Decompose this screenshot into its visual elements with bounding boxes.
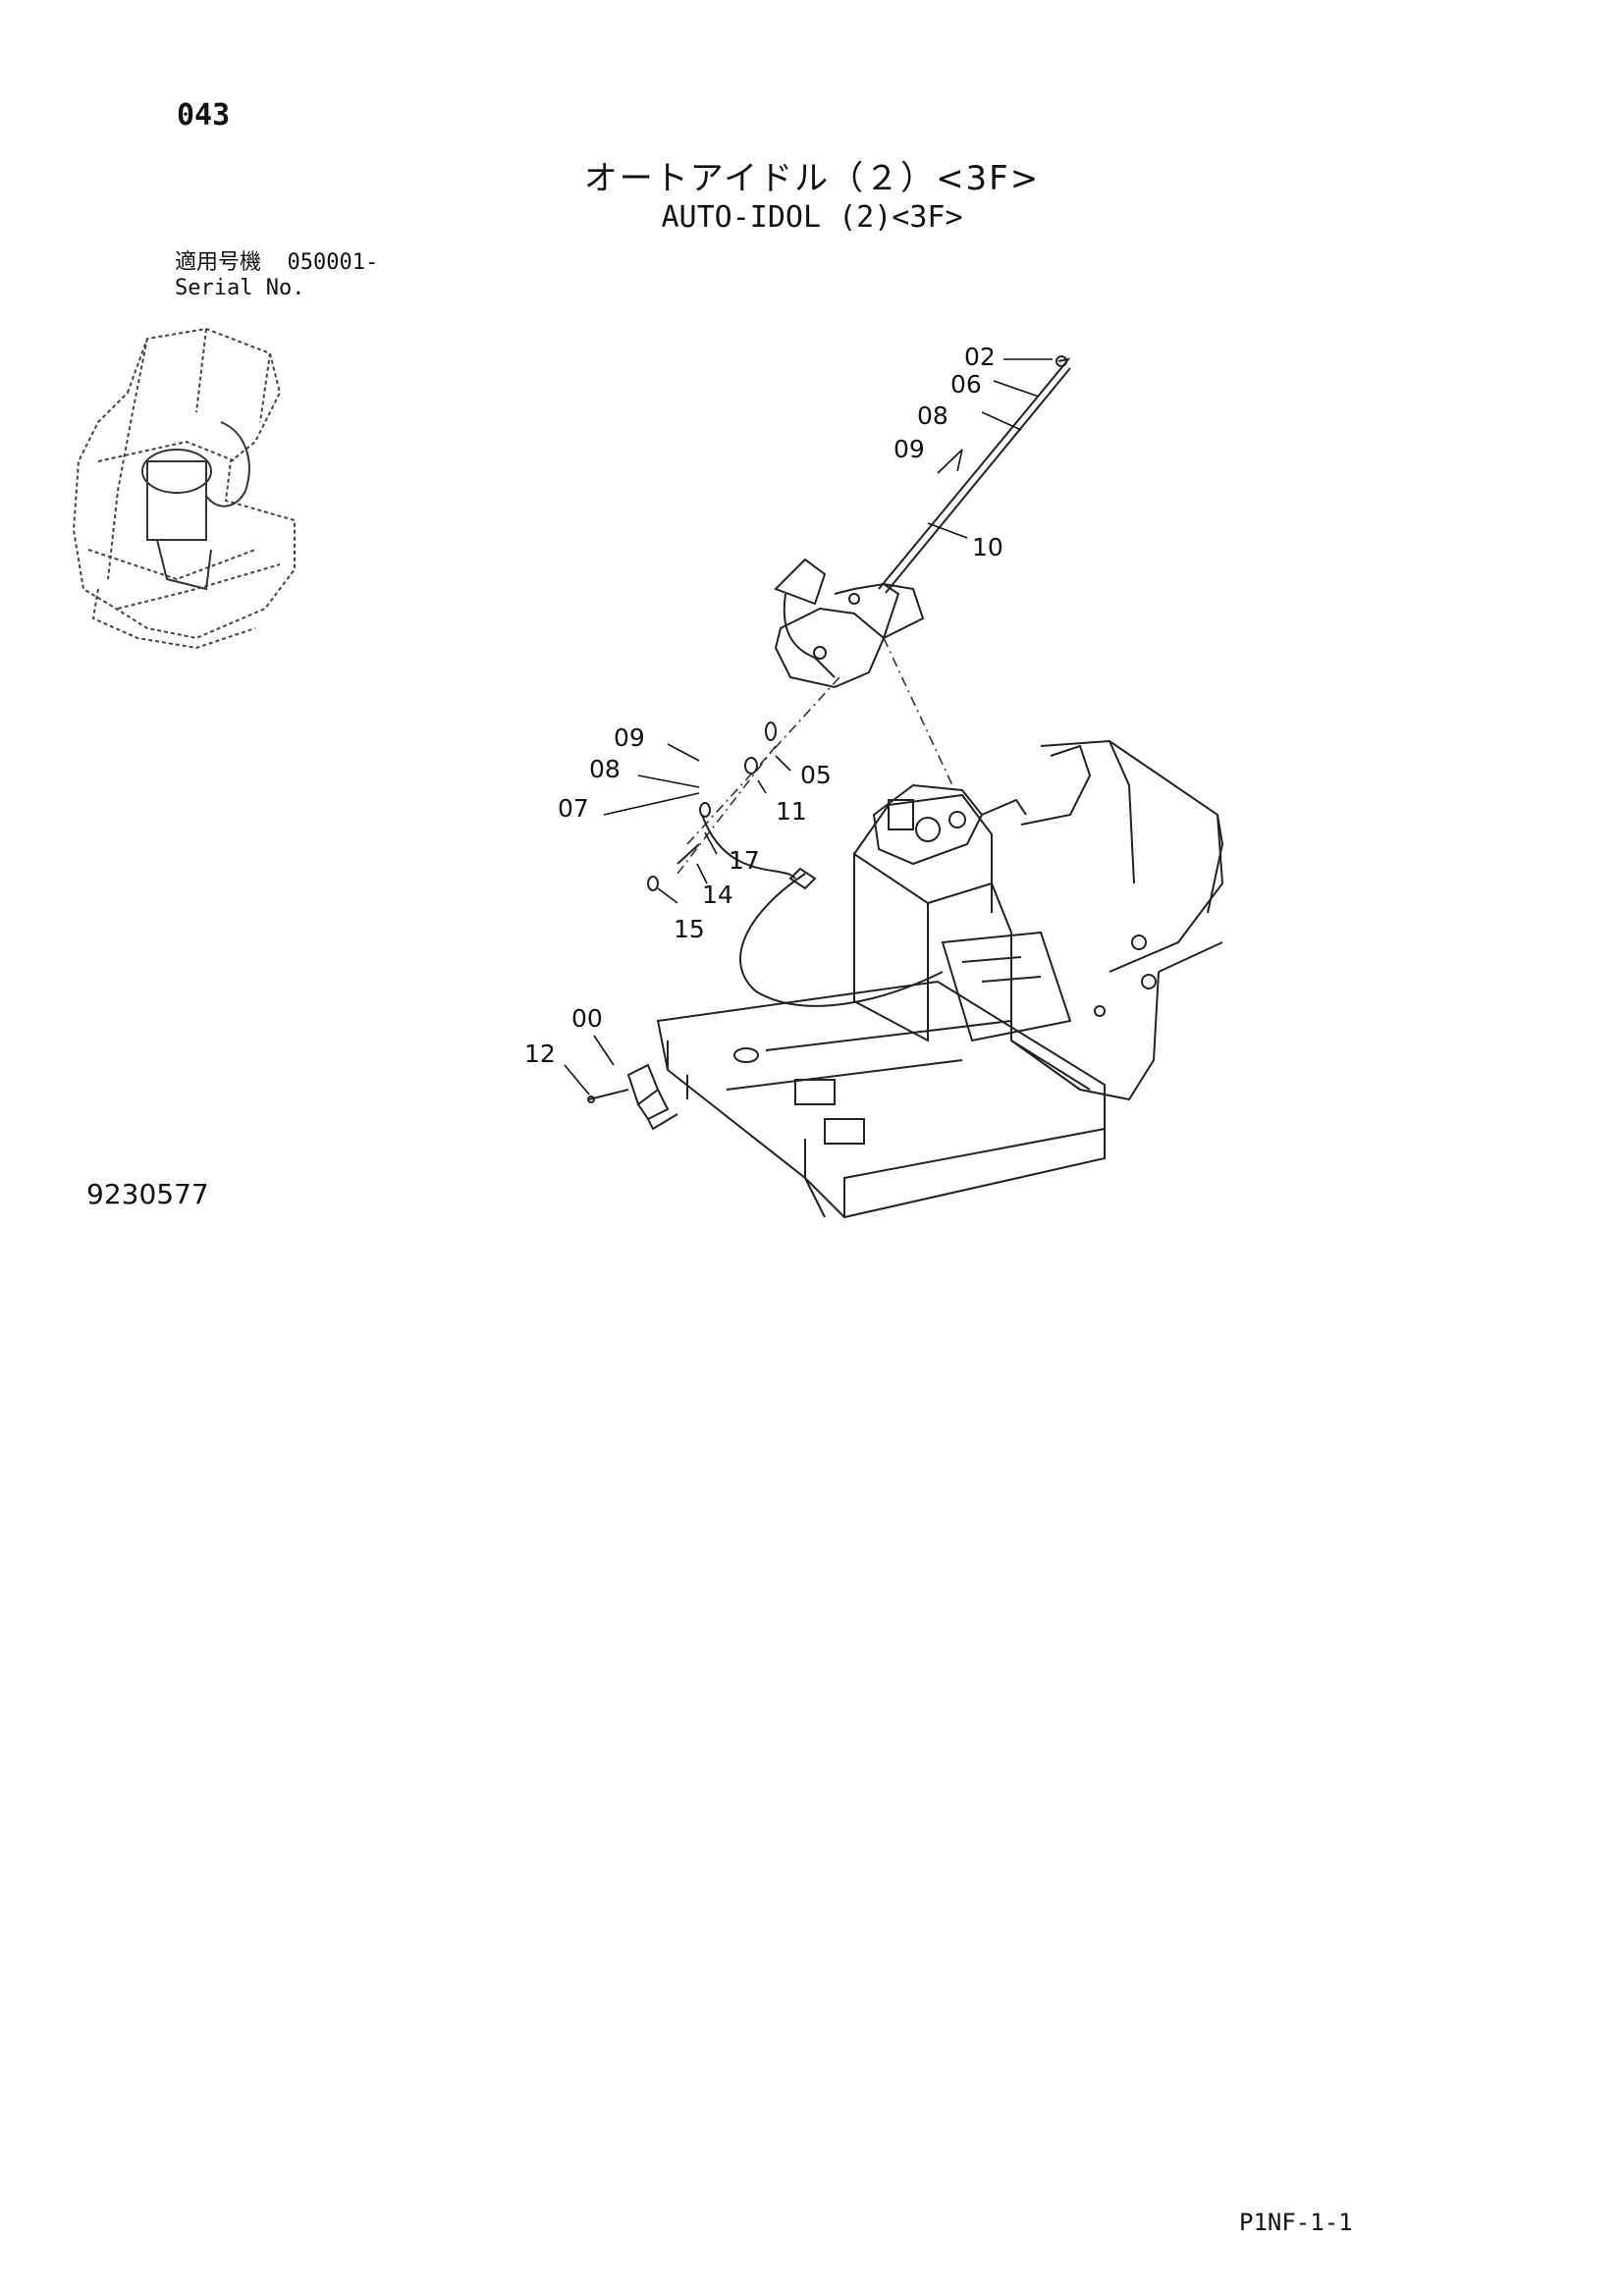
callout-10: 10 xyxy=(972,533,1003,561)
projection-lines xyxy=(677,637,953,875)
callout-08: 08 xyxy=(917,401,948,430)
serial-label-jp: 適用号機 xyxy=(175,250,262,275)
lever-assembly xyxy=(774,558,925,689)
page-number: 043 xyxy=(177,98,231,133)
serial-label-en: Serial No. xyxy=(175,276,305,300)
callout-labels: 02 06 08 09 10 09 05 08 11 07 17 14 15 0… xyxy=(524,343,1003,1068)
small-parts xyxy=(647,721,796,891)
seat-stand-frame xyxy=(656,980,1106,1219)
callout-15: 15 xyxy=(674,915,705,943)
serial-info: 適用号機 050001- Serial No. xyxy=(175,250,378,301)
title-english: AUTO-IDOL (2)<3F> xyxy=(661,200,963,235)
actuator-motor xyxy=(872,783,1027,866)
callout-09: 09 xyxy=(614,723,645,752)
callout-05: 05 xyxy=(800,761,832,789)
callout-14: 14 xyxy=(702,881,733,909)
callout-12: 12 xyxy=(524,1040,556,1068)
bracket-and-bolt xyxy=(587,1063,678,1131)
callout-08: 08 xyxy=(589,755,621,783)
callout-00: 00 xyxy=(571,1004,603,1033)
callout-06: 06 xyxy=(950,370,982,399)
callout-11: 11 xyxy=(776,797,807,826)
document-number: 9230577 xyxy=(86,1178,209,1210)
harness-wire xyxy=(739,867,944,1007)
leader-lines xyxy=(564,358,1053,1095)
serial-value: 050001- xyxy=(287,250,379,275)
callout-07: 07 xyxy=(558,794,589,823)
title-japanese: オートアイドル（２）<3F> xyxy=(583,159,1041,198)
cable-upper xyxy=(878,355,1071,594)
callout-02: 02 xyxy=(964,343,996,371)
locator-thumbnail xyxy=(72,327,296,650)
callout-09: 09 xyxy=(893,435,925,463)
callout-17: 17 xyxy=(729,846,760,875)
console-housing xyxy=(853,739,1224,1101)
figure-code: P1NF-1-1 xyxy=(1239,2209,1353,2236)
